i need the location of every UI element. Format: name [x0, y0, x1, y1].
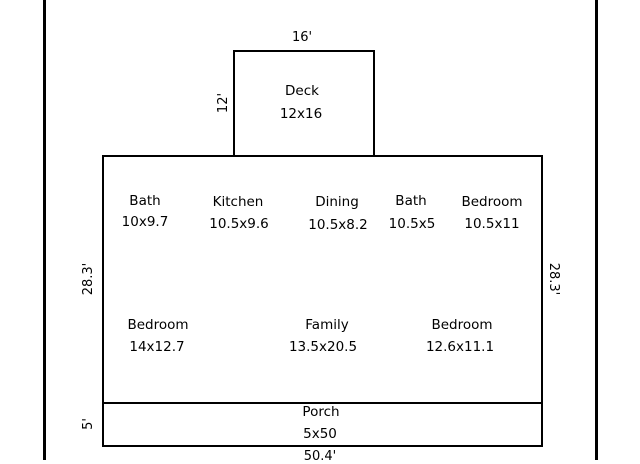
room-bedroom-2-label: Bedroom — [127, 317, 189, 333]
deck-size: 12x16 — [279, 106, 323, 122]
house-right-dimension: 28.3' — [546, 262, 561, 296]
house-left-dimension: 28.3' — [81, 262, 96, 296]
deck-box — [233, 50, 375, 157]
porch-size: 5x50 — [303, 426, 337, 442]
room-family-size: 13.5x20.5 — [288, 339, 358, 355]
room-kitchen-size: 10.5x9.6 — [209, 216, 269, 232]
frame-left-line — [43, 0, 46, 460]
house-box — [102, 155, 543, 404]
room-dining-size: 10.5x8.2 — [308, 217, 368, 233]
room-bedroom-3-label: Bedroom — [431, 317, 493, 333]
porch-box — [102, 402, 543, 447]
room-dining-label: Dining — [315, 194, 359, 210]
porch-height-dimension: 5' — [81, 418, 96, 430]
frame-right-line — [595, 0, 598, 460]
room-bath-2-label: Bath — [395, 193, 427, 209]
room-bath-1-size: 10x9.7 — [121, 214, 169, 230]
room-bedroom-3-size: 12.6x11.1 — [425, 339, 495, 355]
porch-width-dimension: 50.4' — [303, 449, 337, 464]
room-bedroom-1-label: Bedroom — [461, 194, 523, 210]
room-kitchen-label: Kitchen — [212, 194, 264, 210]
porch-label: Porch — [302, 404, 340, 420]
room-bedroom-2-size: 14x12.7 — [129, 339, 185, 355]
room-bedroom-1-size: 10.5x11 — [464, 216, 520, 232]
room-family-label: Family — [305, 317, 349, 333]
deck-label: Deck — [285, 83, 319, 99]
deck-height-dimension: 12' — [216, 92, 231, 114]
room-bath-1-label: Bath — [129, 193, 161, 209]
deck-width-dimension: 16' — [291, 30, 313, 45]
room-bath-2-size: 10.5x5 — [388, 216, 436, 232]
